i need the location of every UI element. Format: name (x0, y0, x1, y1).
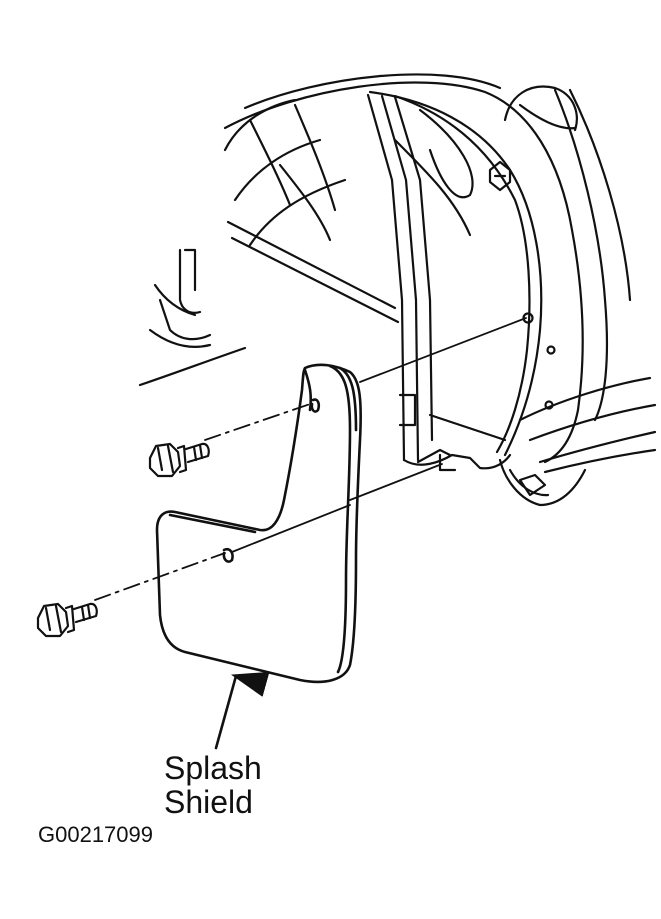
upper-bolt-flange (176, 444, 188, 474)
fender-arch-outer (223, 81, 584, 464)
alignment-line-lower-rear (349, 463, 443, 501)
fender-liner-inner-2 (393, 94, 531, 454)
upper-bolt-head (148, 442, 182, 478)
clip-nut (488, 160, 512, 192)
alignment-line-upper-front (204, 402, 314, 441)
alignment-line-lower-front (94, 552, 226, 601)
mounting-hole-low (544, 400, 554, 410)
floor-line (428, 413, 507, 442)
frame-member-top (226, 220, 397, 310)
wheel-well (223, 73, 657, 507)
lower-bolt-shank (72, 602, 98, 624)
fender-liner-rib-2 (393, 138, 472, 237)
rail-foot-bracket (438, 453, 457, 472)
shield-edge (328, 364, 352, 674)
shield-edge-2 (338, 366, 358, 432)
rail-bracket (398, 393, 417, 427)
body-panel-top (503, 85, 578, 132)
shield-outline (155, 363, 362, 684)
shield-inner-top (303, 368, 313, 412)
callout-arrow (214, 671, 270, 750)
upper-bolt (148, 442, 210, 478)
lower-flange-tab (518, 473, 547, 497)
rail-edge-3 (393, 95, 434, 442)
left-structure-6 (158, 298, 212, 341)
rocker-panel (518, 376, 652, 422)
callout-label-line2: Shield (164, 784, 253, 820)
fender-arch-outer-2 (243, 73, 502, 110)
left-structure-3 (148, 328, 212, 348)
frame-rail (366, 93, 512, 472)
left-structure-2 (153, 283, 197, 317)
left-structure-5 (183, 248, 197, 292)
tire-tread-1 (223, 98, 297, 152)
tire-tread-5 (293, 103, 337, 212)
left-structure-1 (178, 248, 202, 314)
rail-edge-1 (366, 93, 406, 462)
body-panel-crease (518, 103, 577, 130)
rail-foot (402, 453, 512, 470)
figure-code: G00217099 (38, 822, 153, 847)
fender-liner-rib (418, 108, 474, 199)
shield-inner-step (168, 513, 257, 534)
tire-tread-3 (248, 178, 347, 247)
mounting-hole-mid (546, 345, 556, 355)
rocker-panel-4 (543, 448, 657, 474)
lower-bolt-flange (64, 604, 76, 634)
callout-label-line1: Splash (164, 750, 262, 786)
lower-bolt (36, 602, 98, 638)
fender-liner-inner (368, 90, 543, 457)
rail-edge-2 (380, 94, 420, 462)
upper-bolt-shank (184, 442, 210, 464)
splash-shield (155, 363, 362, 684)
lower-flange-2 (508, 468, 550, 497)
shield-hole-lower (222, 547, 234, 563)
left-structure-4 (138, 346, 247, 387)
body-panel-edge (553, 88, 609, 422)
background-structure (138, 98, 507, 442)
rocker-panel-2 (528, 403, 657, 442)
frame-member-bottom (230, 236, 400, 324)
tire-tread-4 (278, 163, 332, 242)
tire-tread-2 (233, 138, 322, 202)
alignment-line-upper-rear (359, 317, 527, 383)
rocker-panel-3 (538, 430, 657, 464)
shield-hole-upper (310, 398, 321, 413)
lower-flange (498, 458, 587, 507)
lower-bolt-head (36, 602, 70, 638)
alignment-lines (94, 317, 527, 601)
body-panel-edge-2 (568, 88, 632, 302)
rail-foot-2 (416, 448, 452, 464)
tire-tread-6 (248, 118, 292, 207)
alignment-line-lower-mid (231, 504, 351, 553)
